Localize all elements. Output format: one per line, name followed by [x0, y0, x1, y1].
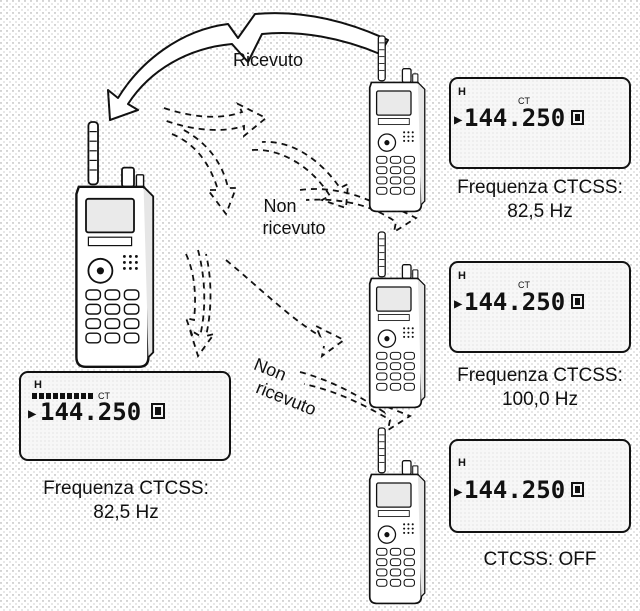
transmitter-frequency: 144.250	[40, 398, 141, 426]
receiver-3-display: H ▶ 144.250	[450, 440, 630, 532]
transmitter-mark: ▶	[28, 406, 37, 422]
receiver-1-caption-line1: Frequenza CTCSS:	[457, 177, 623, 198]
transmitter-display: H CT ▶ 144.250	[20, 372, 230, 460]
not-received-1-line2: ricevuto	[262, 218, 325, 238]
receiver-2-mark: ▶	[454, 296, 463, 312]
receiver-2-flag: H	[458, 270, 466, 282]
receiver-3-caption: CTCSS: OFF	[484, 549, 597, 570]
transmitter-caption-line2: 82,5 Hz	[93, 502, 158, 523]
receiver-1-caption-line2: 82,5 Hz	[507, 201, 572, 222]
receiver-1-frequency: 144.250	[464, 104, 565, 132]
receiver-3-mark: ▶	[454, 484, 463, 500]
transmitter-flag: H	[34, 379, 42, 391]
receiver-1-mark: ▶	[454, 112, 463, 128]
receiver-3-flag: H	[458, 457, 466, 469]
receiver-1-flag: H	[458, 86, 466, 98]
received-label: Ricevuto	[233, 50, 303, 70]
receiver-2-frequency: 144.250	[464, 288, 565, 316]
transmitter-caption-line1: Frequenza CTCSS:	[43, 478, 209, 499]
receiver-2-caption-line1: Frequenza CTCSS:	[457, 365, 623, 386]
receiver-3-frequency: 144.250	[464, 476, 565, 504]
receiver-1-display: H CT ▶ 144.250	[450, 78, 630, 168]
receiver-2-display: H CT ▶ 144.250	[450, 262, 630, 352]
not-received-1-line1: Non	[263, 196, 296, 216]
receiver-2-caption-line2: 100,0 Hz	[502, 389, 578, 410]
